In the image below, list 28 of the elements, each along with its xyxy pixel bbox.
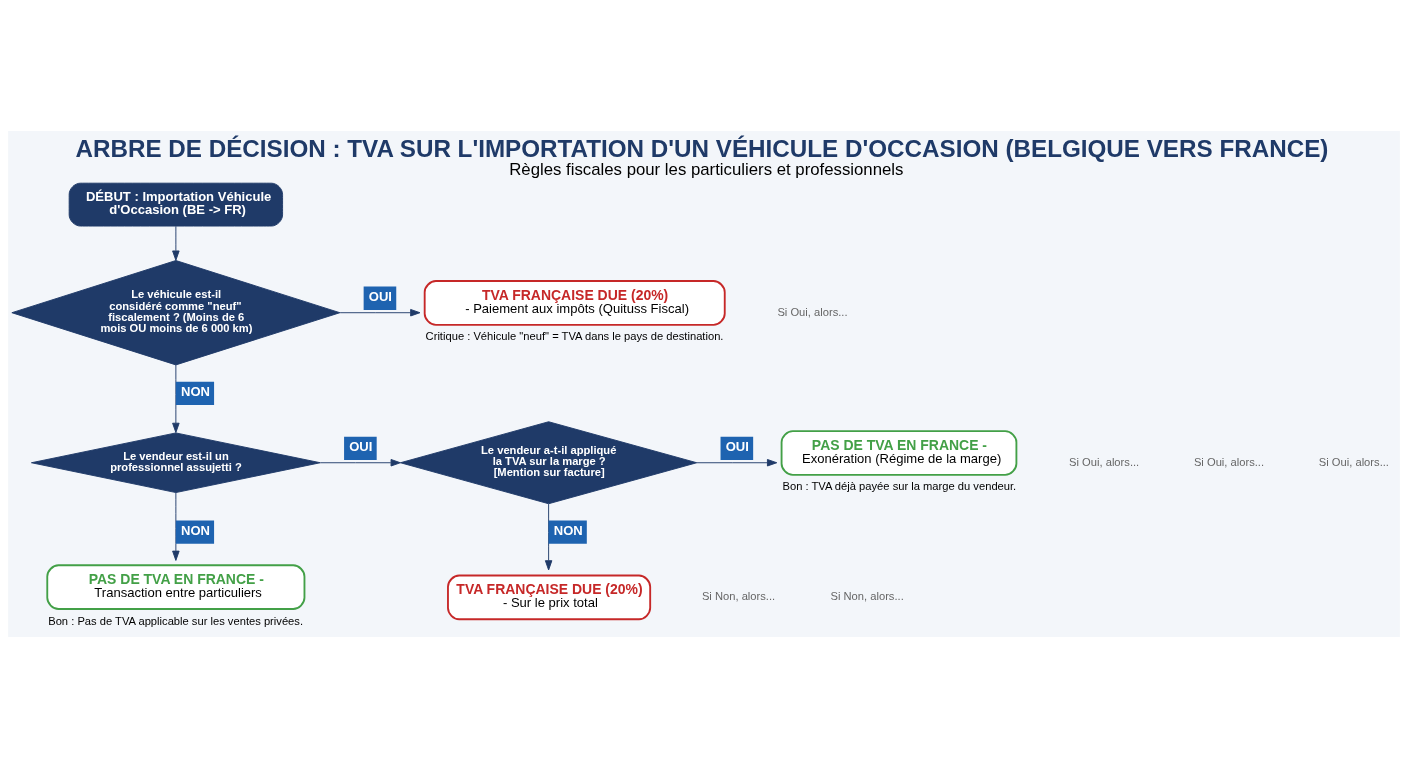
- label: Si Non, alors...: [701, 589, 776, 602]
- label: Si Oui, alors...: [1193, 455, 1265, 468]
- edge-label: OUI: [349, 439, 373, 455]
- edge-label: NON: [180, 523, 210, 539]
- arrow: [696, 459, 778, 467]
- label: Si Oui, alors...: [1069, 455, 1140, 468]
- arrow: [339, 309, 421, 317]
- arrow: [172, 364, 180, 433]
- node-diamond: Le vendeur a-t-il appliqué la TVA sur la marge ? [Mention sur facture]: [400, 421, 698, 505]
- node-label: Bon : TVA déjà payée sur la marge du vendeur.: [782, 480, 1017, 493]
- node-label: Critique : Véhicule "neuf" = TVA dans le pays de destination.: [425, 330, 724, 343]
- edge-label: OUI: [725, 439, 749, 455]
- edge-label: OUI: [368, 289, 392, 305]
- node-diamond: Le véhicule est-il considéré comme "neuf" fiscalement ? (Moins de 6 mois OU moins de 6 000 km): [11, 260, 341, 366]
- node-label: Bon : Pas de TVA applicable sur les ventes privées.: [48, 614, 304, 627]
- label: Si Oui, alors...: [777, 305, 848, 318]
- arrow: [172, 492, 180, 561]
- edge-label: NON: [180, 384, 210, 400]
- diagram-title: ARBRE DE DÉCISION : TVA SUR L'IMPORTATION D'UN VÉHICULE D'OCCASION (BELGIQUE VERS FRANCE): [75, 134, 1329, 162]
- arrow: [320, 459, 401, 467]
- arrow: [172, 225, 180, 261]
- edge-label: NON: [553, 523, 583, 539]
- arrow: [544, 503, 553, 571]
- label: Si Non, alors...: [830, 589, 904, 602]
- node-box: DÉBUT : Importation Véhicule d'Occasion (BE -> FR): [68, 182, 284, 227]
- node-diamond: Le vendeur est-il un professionnel assujetti ?: [30, 432, 321, 494]
- label: Si Oui, alors...: [1318, 455, 1389, 468]
- caption: Règles fiscales pour les particuliers et professionnels: [509, 160, 904, 180]
